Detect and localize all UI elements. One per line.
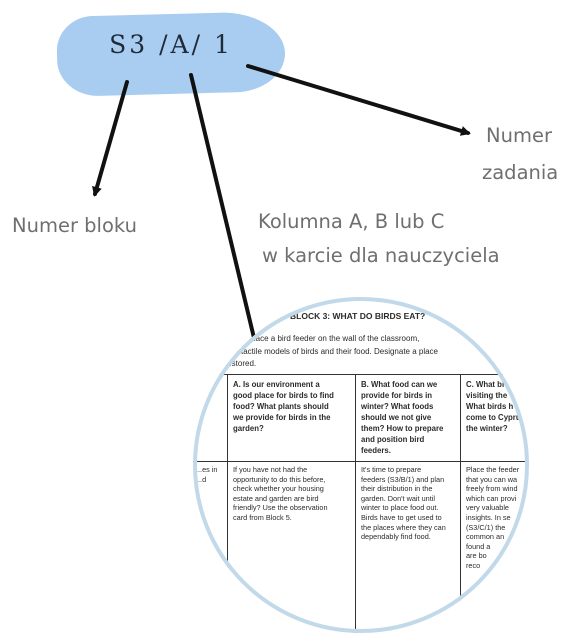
table-col-divider xyxy=(460,374,461,633)
document-intro: ...that: place a bird feeder on the wall… xyxy=(225,333,529,371)
arrow-to-numer-zadania xyxy=(246,64,471,136)
column-c-body: Place the feeder that you can wa freely … xyxy=(466,465,520,570)
label-numer-bloku: Numer bloku xyxy=(12,214,137,237)
intro-line: ...that: place a bird feeder on the wall… xyxy=(225,334,420,343)
left-column-fragment: ...es in ...d xyxy=(196,465,218,484)
column-table xyxy=(193,374,529,633)
intro-line: ...stored. xyxy=(225,359,257,368)
column-b-body: It's time to prepare feeders (S3/B/1) an… xyxy=(361,465,446,542)
arrow-to-numer-bloku xyxy=(92,80,129,197)
intro-line: ...or tactile models of birds and their … xyxy=(225,346,439,356)
document-title: BLOCK 3: WHAT DO BIRDS EAT? xyxy=(290,311,426,321)
column-a-header: A. Is our environment a good place for b… xyxy=(233,380,334,433)
column-b-header: B. What food can we provide for birds in… xyxy=(361,380,444,455)
label-kolumna-line1: Kolumna A, B lub C xyxy=(258,210,445,233)
table-row-divider xyxy=(193,461,529,462)
label-numer-zadania-line1: Numer xyxy=(486,124,552,147)
teacher-card-document: BLOCK 3: WHAT DO BIRDS EAT? ...that: pla… xyxy=(193,297,529,633)
magnified-teacher-card: BLOCK 3: WHAT DO BIRDS EAT? ...that: pla… xyxy=(193,297,529,633)
table-col-divider xyxy=(355,374,356,633)
column-a-body: If you have not had the opportunity to d… xyxy=(233,465,328,522)
column-c-header: C. What bi visiting the What birds h com… xyxy=(466,380,521,433)
task-code-label: S3 /A/ 1 xyxy=(109,30,233,59)
table-col-divider xyxy=(227,374,228,633)
label-numer-zadania-line2: zadania xyxy=(482,161,559,184)
label-kolumna-line2: w karcie dla nauczyciela xyxy=(262,244,500,267)
